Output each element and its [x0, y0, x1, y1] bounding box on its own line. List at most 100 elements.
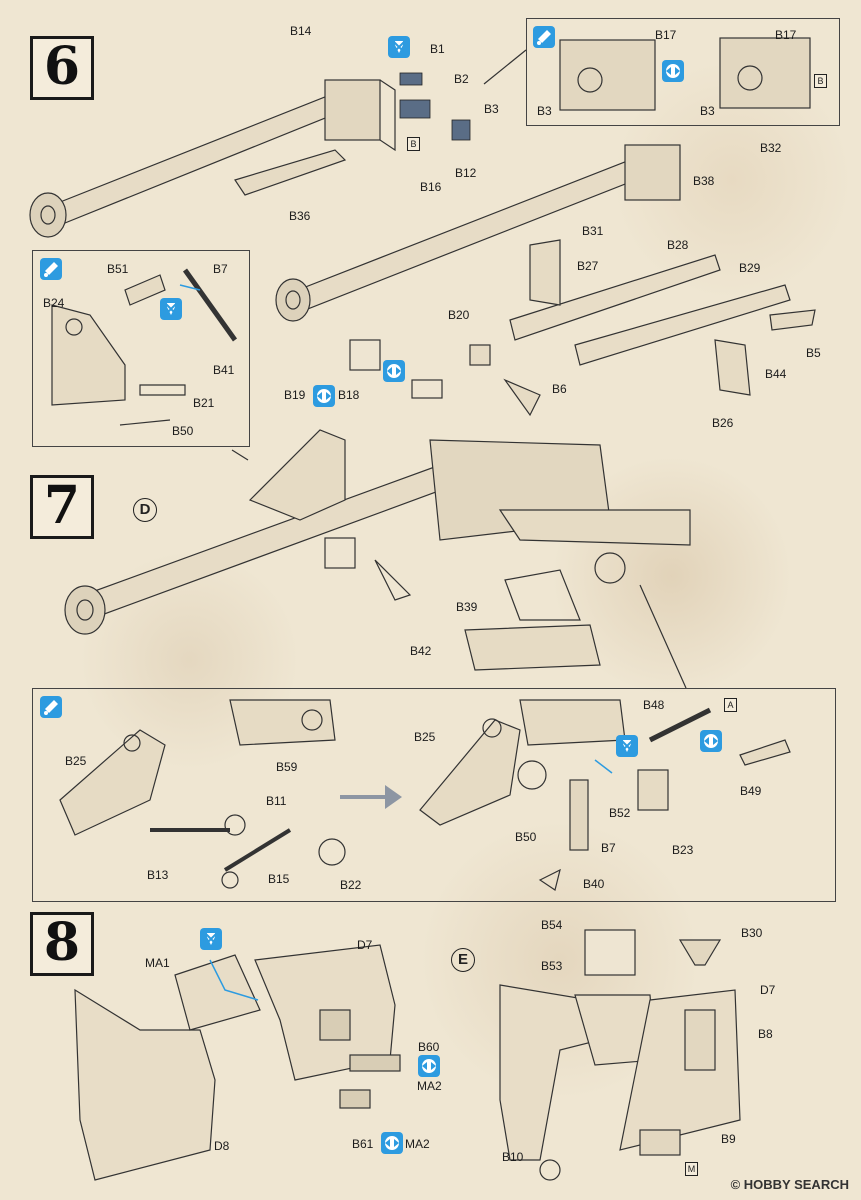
part-label: B61 [352, 1137, 374, 1151]
part-label: B3 [537, 104, 552, 118]
part-label: B14 [290, 24, 312, 38]
breech-inset-parts [483, 37, 811, 111]
part-label: B13 [147, 868, 169, 882]
gun-shield-right [499, 929, 741, 1181]
part-label: B7 [213, 262, 228, 276]
part-label: B25 [414, 730, 436, 744]
step7-inset [32, 688, 836, 902]
part-label: B29 [739, 261, 761, 275]
ref-marker-b: B [814, 74, 827, 88]
part-label: B38 [693, 174, 715, 188]
part-label: B31 [582, 224, 604, 238]
movable-rotate-icon [700, 730, 722, 752]
watermark: © HOBBY SEARCH [730, 1177, 849, 1192]
part-b3 [451, 119, 471, 141]
part-label: B42 [410, 644, 432, 658]
part-label: B3 [700, 104, 715, 118]
no-glue-icon [200, 928, 222, 950]
step-6-badge: 6 [30, 36, 94, 100]
part-label: B18 [338, 388, 360, 402]
step6-inset-left [32, 250, 250, 447]
part-label: B32 [760, 141, 782, 155]
trail-inset-left [59, 699, 346, 889]
part-label: B17 [655, 28, 677, 42]
part-label: MA2 [417, 1079, 442, 1093]
part-label: B11 [266, 794, 287, 808]
no-glue-icon [388, 36, 410, 58]
part-label: B44 [765, 367, 787, 381]
part-label: B49 [740, 784, 762, 798]
step-7-badge: 7 [30, 475, 94, 539]
part-label: B51 [107, 262, 129, 276]
no-glue-icon [616, 735, 638, 757]
part-label: B28 [667, 238, 689, 252]
part-label: B54 [541, 918, 563, 932]
part-label: B60 [418, 1040, 440, 1054]
step6-inset-top-right [526, 18, 840, 126]
part-label: B52 [609, 806, 631, 820]
part-label: MA1 [145, 956, 170, 970]
movable-rotate-icon [662, 60, 684, 82]
part-label: B24 [43, 296, 65, 310]
gun-shield-left [74, 944, 401, 1181]
part-label: B50 [515, 830, 537, 844]
part-label: B27 [577, 259, 599, 273]
part-label: B22 [340, 878, 362, 892]
part-label: B8 [758, 1027, 773, 1041]
part-label: B12 [455, 166, 477, 180]
elevation-inset-parts [51, 268, 238, 426]
howitzer-assembly-step7 [64, 429, 691, 671]
part-label: B3 [484, 102, 499, 116]
part-label: MA2 [405, 1137, 430, 1151]
part-label: B25 [65, 754, 87, 768]
part-label: D8 [214, 1139, 230, 1153]
part-label: B15 [268, 872, 290, 886]
part-label: B9 [721, 1132, 736, 1146]
trail-inset-right [419, 699, 791, 891]
glue-icon [40, 696, 62, 718]
movable-rotate-icon [381, 1132, 403, 1154]
part-label: B53 [541, 959, 563, 973]
barrel-assembly-step6 [29, 79, 396, 238]
part-label: B2 [454, 72, 469, 86]
glue-icon [40, 258, 62, 280]
movable-rotate-icon [383, 360, 405, 382]
part-label: B16 [420, 180, 442, 194]
blue-guide-line [209, 959, 259, 1001]
part-label: B6 [552, 382, 567, 396]
part-label: B39 [456, 600, 478, 614]
direction-arrow [340, 785, 402, 809]
no-glue-icon [160, 298, 182, 320]
part-b1 [399, 72, 423, 86]
ref-marker-b: B [407, 137, 420, 151]
part-label: B1 [430, 42, 445, 56]
part-label: B21 [193, 396, 215, 410]
part-label: B40 [583, 877, 605, 891]
part-label: B48 [643, 698, 665, 712]
part-label: B50 [172, 424, 194, 438]
part-label: B59 [276, 760, 298, 774]
part-label: B23 [672, 843, 694, 857]
part-label: B17 [775, 28, 797, 42]
step-8-badge: 8 [30, 912, 94, 976]
ref-marker-a: A [724, 698, 737, 712]
part-label: B26 [712, 416, 734, 430]
part-label: B41 [213, 363, 235, 377]
part-label: B5 [806, 346, 821, 360]
sub-assembly-e-marker: E [451, 948, 475, 972]
part-label: B7 [601, 841, 616, 855]
movable-rotate-icon [313, 385, 335, 407]
barrel-assembly-step6-lower [275, 144, 816, 417]
part-label: B19 [284, 388, 306, 402]
part-label: B30 [741, 926, 763, 940]
part-label: D7 [760, 983, 776, 997]
part-b2 [399, 99, 431, 119]
part-label: B36 [289, 209, 311, 223]
glue-icon [533, 26, 555, 48]
part-label: B10 [502, 1150, 524, 1164]
part-label: D7 [357, 938, 373, 952]
sub-assembly-d-marker: D [133, 498, 157, 522]
ref-marker-m: M [685, 1162, 698, 1176]
